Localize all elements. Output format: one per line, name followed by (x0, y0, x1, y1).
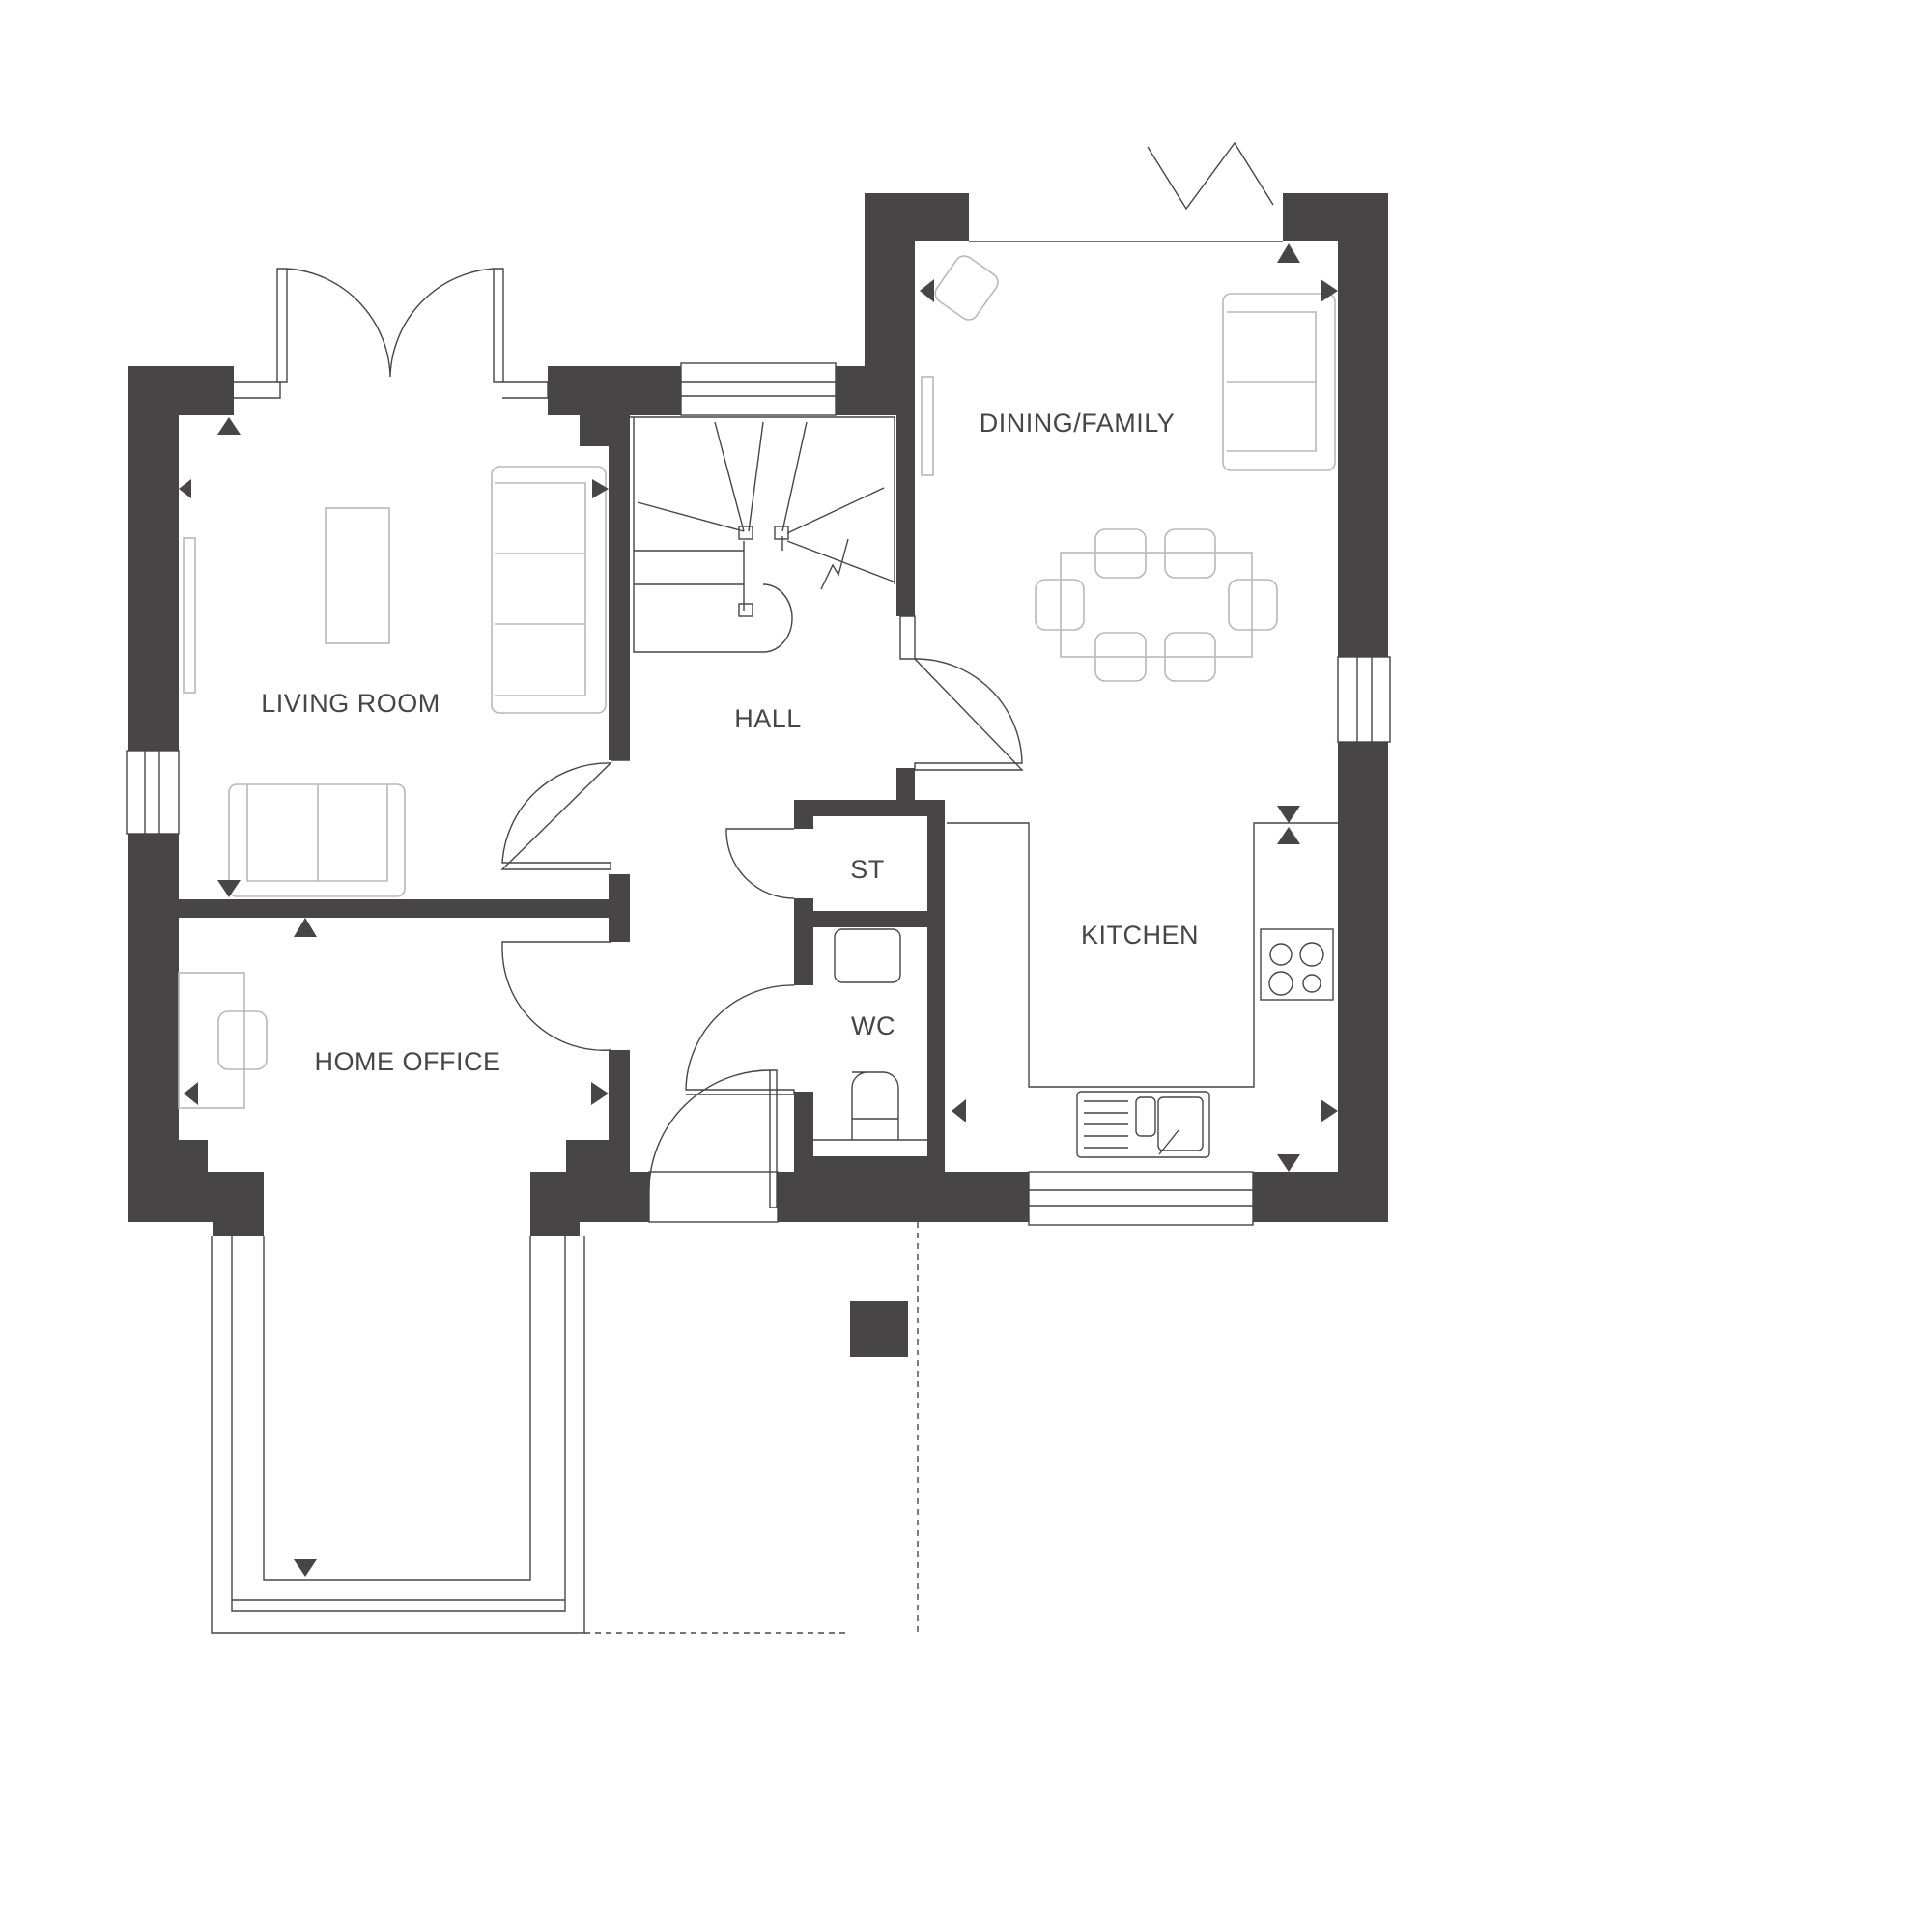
room-label-living-room: LIVING ROOM (261, 689, 440, 718)
kitchen-counter (947, 822, 1338, 1088)
furniture (178, 255, 1338, 1158)
walls (128, 193, 1388, 1357)
basin (834, 928, 901, 983)
tv (183, 537, 196, 694)
desk (178, 972, 245, 1109)
room-label-dining-family: DINING/FAMILY (980, 409, 1176, 438)
room-label-wc: WC (851, 1011, 895, 1040)
sink (1076, 1091, 1210, 1158)
room-label-storage: ST (850, 855, 885, 884)
room-labels: LIVING ROOM HOME OFFICE HALL DINING/FAMI… (261, 409, 1199, 1076)
coffee-table (325, 507, 390, 644)
chair (217, 1010, 268, 1070)
tv (921, 376, 934, 476)
chair (934, 255, 999, 321)
toilet (813, 1071, 927, 1141)
staircase (630, 416, 895, 653)
windows-and-doors (126, 141, 1391, 1634)
hob (1260, 928, 1334, 1001)
sofa (491, 466, 607, 714)
sofa (228, 783, 406, 897)
room-label-hall: HALL (734, 704, 802, 733)
room-label-kitchen: KITCHEN (1081, 921, 1199, 950)
sofa (1222, 293, 1336, 471)
dining-table (1060, 552, 1253, 658)
room-label-home-office: HOME OFFICE (315, 1047, 501, 1076)
